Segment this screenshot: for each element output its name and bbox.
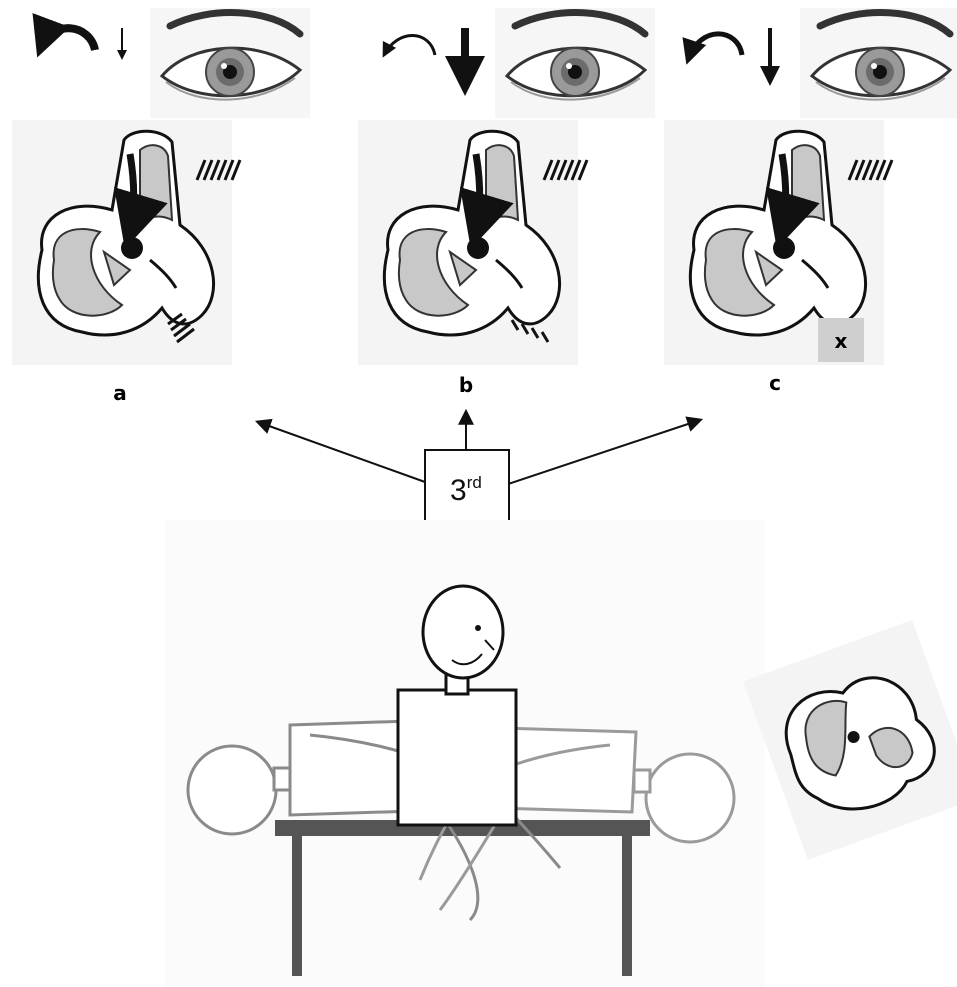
tilted-inner-ear-icon [742,619,957,861]
panel-label-a: a [113,381,127,405]
inner-ear-icon [358,120,578,365]
patient-figure-icon [396,584,518,827]
panel-a: a [12,8,310,405]
panel-label-b: b [459,373,473,397]
lying-figure-right [418,726,736,911]
eye-icon [800,8,957,118]
torsion-arrow-small [382,34,437,58]
position-box [424,449,510,525]
torsion-arrow-medium [682,31,745,65]
panel-label-c: c [769,371,781,395]
position-number-sup: rd [467,473,482,492]
eye-icon [495,8,655,118]
hatch-marks-lower-dashed [510,319,550,343]
position-number: 3rd [450,473,482,507]
hatch-marks-lower [167,312,195,344]
panel-c: x c [664,8,957,395]
torsion-arrow-large [32,13,99,58]
patient-illustration [165,520,765,987]
arrow-to-a [254,418,426,483]
arrow-to-c [507,416,704,485]
exam-table-icon [275,820,650,976]
position-number-main: 3 [450,474,467,507]
eye-icon [150,8,310,118]
panel-b: b [358,8,655,397]
inner-ear-icon [12,120,232,365]
blocked-marker-box [818,318,864,362]
blocked-marker-x: x [835,329,848,353]
